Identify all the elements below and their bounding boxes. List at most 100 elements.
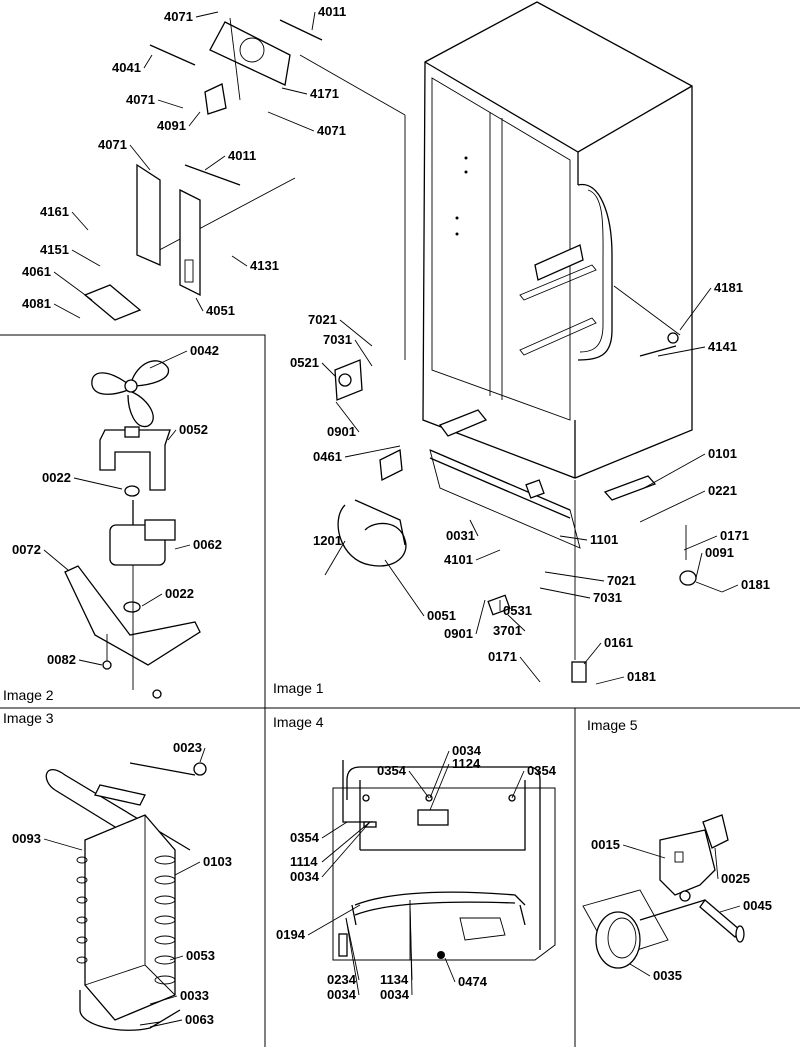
callout-leader [719, 905, 741, 913]
image1-drawing [149, 1, 723, 683]
callout-leader [444, 957, 456, 983]
callout-leader [195, 297, 204, 312]
callout-leader [511, 770, 525, 799]
part-callout-0082: 0082 [47, 652, 76, 667]
part-callout-0015: 0015 [591, 837, 620, 852]
part-callout-0034: 0034 [290, 869, 320, 884]
part-callout-4101: 4101 [444, 552, 473, 567]
panel-title-image1: Image 1 [273, 680, 324, 696]
part-callout-0022: 0022 [165, 586, 194, 601]
callout-leader [507, 614, 526, 632]
evaporator-fan-assembly [149, 17, 323, 115]
part-callout-7031: 7031 [323, 332, 352, 347]
part-callout-0033: 0033 [180, 988, 209, 1003]
callout-leader [231, 255, 248, 267]
part-callout-0161: 0161 [604, 635, 633, 650]
callout-leader [311, 11, 316, 31]
callout-leader [679, 287, 712, 331]
part-callout-4071: 4071 [98, 137, 127, 152]
part-callout-0234: 0234 [327, 972, 357, 987]
callout-leader [169, 955, 184, 961]
panel-borders [0, 334, 800, 1047]
part-callout-1114: 1114 [290, 854, 318, 869]
callout-leader [595, 676, 625, 685]
callout-leader [345, 917, 360, 996]
callout-leader [53, 303, 81, 319]
part-callout-0354: 0354 [527, 763, 557, 778]
part-callout-0052: 0052 [179, 422, 208, 437]
callout-leader [167, 429, 177, 441]
part-callout-0051: 0051 [427, 608, 456, 623]
panel-title-image4: Image 4 [273, 714, 324, 730]
part-callout-0531: 0531 [503, 603, 532, 618]
callout-leader [714, 847, 719, 880]
panel-title-image5: Image 5 [587, 717, 638, 733]
callout-leader [429, 763, 450, 811]
callout-leader [149, 350, 188, 369]
defrost-bracket-assembly [83, 163, 241, 321]
callout-leader [539, 587, 591, 599]
callout-leader [321, 821, 371, 863]
callout-leader [199, 747, 206, 763]
part-callout-4041: 4041 [112, 60, 141, 75]
callout-leader [188, 111, 201, 127]
callout-leader [721, 584, 739, 593]
part-callout-0093: 0093 [12, 831, 41, 846]
callout-leader [695, 552, 703, 579]
callout-leader [657, 346, 706, 357]
part-callout-1134: 1134 [380, 972, 409, 987]
part-callout-0474: 0474 [458, 974, 488, 989]
part-callout-0025: 0025 [721, 871, 750, 886]
part-callout-0901: 0901 [327, 424, 356, 439]
part-callout-1124: 1124 [452, 756, 481, 771]
part-callout-0171: 0171 [488, 649, 517, 664]
part-callout-4011: 4011 [228, 148, 256, 163]
part-callout-0063: 0063 [185, 1012, 214, 1027]
callout-leader [408, 770, 430, 799]
callout-leader [71, 211, 89, 231]
part-callout-4091: 4091 [157, 118, 186, 133]
callout-leader [339, 319, 373, 347]
part-callout-0034: 0034 [452, 743, 482, 758]
callout-leader [639, 490, 706, 523]
callout-leader [583, 642, 602, 665]
callout-leader [321, 821, 371, 878]
image3-drawing [45, 762, 207, 1031]
part-callout-4071: 4071 [164, 9, 193, 24]
part-callout-0354: 0354 [377, 763, 407, 778]
callout-leader [429, 750, 450, 799]
callout-leader [544, 571, 605, 582]
callout-leader [43, 838, 83, 851]
part-callout-0062: 0062 [193, 537, 222, 552]
part-callout-0035: 0035 [653, 968, 682, 983]
callout-leader [324, 540, 346, 576]
callout-leader [78, 659, 103, 666]
part-callout-3701: 3701 [493, 623, 522, 638]
callout-leader [629, 963, 651, 977]
callout-leader [195, 11, 219, 18]
callout-leader [73, 477, 123, 490]
callout-leader [409, 904, 413, 996]
callout-leader [307, 904, 361, 936]
part-callout-4161: 4161 [40, 204, 69, 219]
image2-drawing [64, 360, 201, 699]
callout-leader [141, 593, 163, 607]
part-callout-1201: 1201 [313, 533, 342, 548]
part-callout-0171: 0171 [720, 528, 749, 543]
part-callout-4051: 4051 [206, 303, 235, 318]
part-callout-1101: 1101 [590, 532, 618, 547]
part-callout-4061: 4061 [22, 264, 51, 279]
part-callout-4071: 4071 [317, 123, 346, 138]
part-callout-4081: 4081 [22, 296, 51, 311]
part-callout-0521: 0521 [290, 355, 319, 370]
part-callout-0023: 0023 [173, 740, 202, 755]
callout-leader [174, 861, 201, 876]
panel-title-image3: Image 3 [3, 710, 54, 726]
part-callout-4171: 4171 [310, 86, 339, 101]
callout-leader [321, 362, 337, 378]
part-callout-0461: 0461 [313, 449, 342, 464]
callout-leader [354, 339, 373, 367]
part-callout-0091: 0091 [705, 545, 734, 560]
